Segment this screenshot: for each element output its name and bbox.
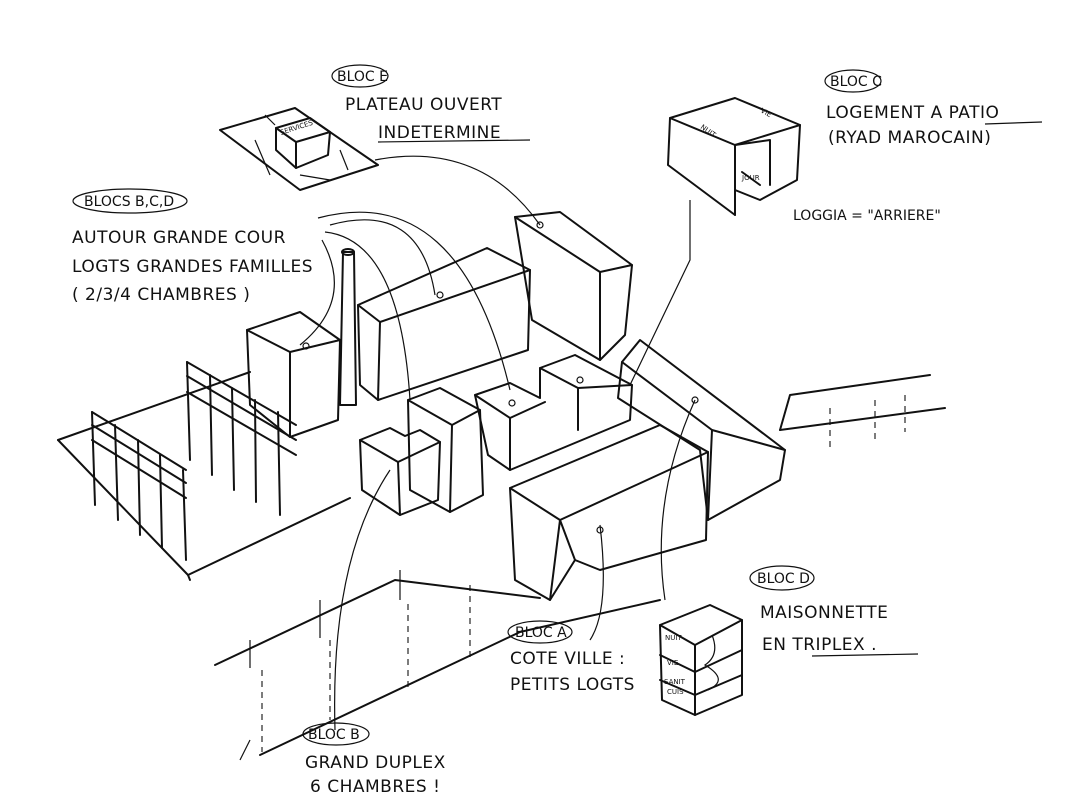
bloc-d-tag: BLOC D — [757, 571, 810, 587]
bloc-d-cuis-label: CUIS — [667, 688, 684, 696]
green-block — [514, 211, 633, 361]
bloc-d-nuit-label: NUIT — [665, 634, 682, 642]
bloc-e-line1: PLATEAU OUVERT — [345, 95, 502, 115]
bloc-c-line2: (RYAD MAROCAIN) — [828, 128, 991, 148]
bloc-c-line1: LOGEMENT A PATIO — [826, 103, 999, 123]
blocs-bcd-line2: LOGTS GRANDES FAMILLES — [72, 257, 313, 277]
blocs-bcd-line3: ( 2/3/4 CHAMBRES ) — [72, 285, 250, 305]
leader-lines — [299, 155, 696, 731]
bloc-d-label: BLOC D MAISONNETTE EN TRIPLEX . — [749, 565, 919, 657]
bloc-b-line2: 6 CHAMBRES ! — [310, 777, 440, 797]
bloc-e-line2: INDETERMINE — [378, 123, 501, 143]
bloc-e-tag: BLOC E — [337, 69, 388, 85]
bloc-c-vie-label: VIE — [759, 107, 773, 119]
blocs-bcd-label: BLOCS B,C,D AUTOUR GRANDE COUR LOGTS GRA… — [72, 188, 313, 305]
bloc-c-loggia: LOGGIA = "ARRIERE" — [793, 208, 941, 224]
bloc-d-line1: MAISONNETTE — [760, 603, 888, 623]
bloc-a-line2: PETITS LOGTS — [510, 675, 635, 695]
yellow-block — [509, 424, 709, 601]
purple-block — [617, 339, 786, 521]
bloc-d-vie-label: VIE — [667, 659, 678, 667]
orange-block — [474, 354, 633, 471]
bloc-c-jour-label: JOUR — [741, 174, 760, 182]
blue-block-long — [357, 247, 531, 401]
bloc-c-label: BLOC C LOGEMENT A PATIO (RYAD MAROCAIN) … — [793, 69, 1043, 224]
ground-plane — [57, 371, 946, 761]
blue-block-left — [246, 311, 341, 438]
bloc-d-triplex: NUIT VIE SANIT CUIS — [659, 604, 743, 716]
bloc-a-label: BLOC A COTE VILLE : PETITS LOGTS — [507, 620, 635, 695]
pergola-fence — [91, 361, 297, 561]
blocs-bcd-tag: BLOCS B,C,D — [84, 194, 174, 210]
bloc-b-label: BLOC B GRAND DUPLEX 6 CHAMBRES ! — [302, 722, 446, 797]
blocs-bcd-line1: AUTOUR GRANDE COUR — [72, 228, 286, 248]
bloc-e-label: BLOC E PLATEAU OUVERT INDETERMINE — [331, 64, 531, 143]
bloc-b-line1: GRAND DUPLEX — [305, 753, 446, 773]
bloc-c-patio-house: NUIT VIE JOUR — [667, 97, 801, 216]
white-block — [407, 387, 484, 513]
bloc-a-tag: BLOC A — [515, 625, 567, 641]
chimney — [339, 248, 357, 406]
bloc-b-tag: BLOC B — [308, 727, 360, 743]
blue-block-small — [359, 427, 441, 516]
bloc-e-plateau: SERVICES — [219, 107, 379, 191]
bloc-a-line1: COTE VILLE : — [510, 649, 625, 669]
bloc-d-line2: EN TRIPLEX . — [762, 635, 877, 655]
bloc-d-sanit-label: SANIT — [664, 678, 686, 686]
bloc-c-tag: BLOC C — [830, 74, 882, 90]
